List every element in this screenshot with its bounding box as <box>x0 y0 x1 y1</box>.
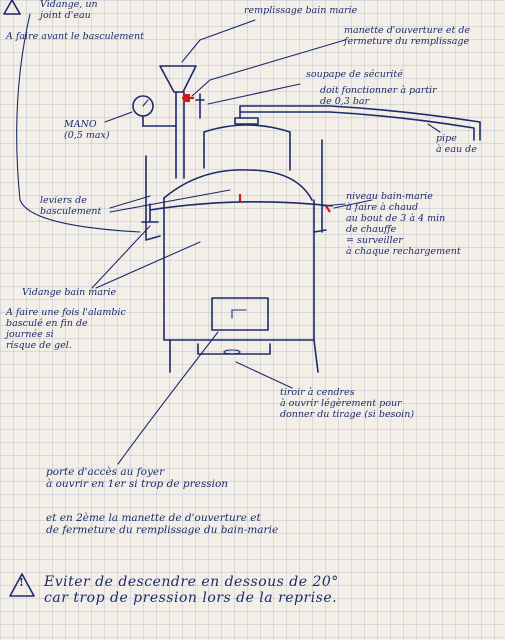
left-support <box>145 155 161 241</box>
note-niveau: niveau bain-marie à faire à chaud au bou… <box>346 191 461 257</box>
note-warning: Eviter de descendre en dessous de 20° ca… <box>44 574 339 607</box>
body-rim <box>149 201 333 211</box>
funnel-shape <box>159 65 197 93</box>
leader-tiroir <box>235 361 293 389</box>
note-soupape-detail: doit fonctionner à partir de 0,3 bar <box>320 85 437 107</box>
top-warning-triangle-icon <box>3 0 21 15</box>
note-mano: MANO (0,5 max) <box>64 119 110 141</box>
still-dome <box>163 169 313 201</box>
warning-triangle-icon <box>9 573 35 597</box>
swan-neck <box>239 105 481 141</box>
filler-pipe <box>175 91 185 179</box>
note-leviers: leviers de basculement <box>40 195 102 217</box>
level-pointer <box>321 203 346 207</box>
note-tiroir: tiroir à cendres à ouvrir légèrement pou… <box>280 387 415 420</box>
filler-valve-body <box>184 94 190 102</box>
note-soupape: soupape de sécurité <box>306 69 403 80</box>
legs <box>169 339 319 373</box>
note-vidange-joint: Vidange, un joint d'eau <box>40 0 98 21</box>
note-porte-detail: et en 2ème la manette de d'ouverture et … <box>46 512 279 537</box>
fire-door-handle <box>231 309 247 319</box>
still-body <box>163 197 315 341</box>
note-avant-basculement: A faire avant le basculement <box>6 31 144 42</box>
note-fin-journee: A faire une fois l'alambic basculé en fi… <box>6 307 126 351</box>
safety-valve-pipe <box>195 93 205 119</box>
leader-remplissage <box>181 19 256 63</box>
ash-drawer-knob <box>223 349 241 355</box>
still-cap <box>234 117 259 125</box>
note-vidange-bain: Vidange bain marie <box>22 287 117 298</box>
right-support <box>313 139 327 233</box>
pipe-arrow <box>427 123 441 133</box>
leader-leviers <box>109 189 231 213</box>
fire-door <box>211 297 269 331</box>
leader-manette <box>191 39 346 97</box>
leader-soupape <box>207 83 301 105</box>
level-red-marker <box>325 205 331 213</box>
note-manette: manette d'ouverture et de fermeture du r… <box>344 25 471 47</box>
leader-left-curve <box>16 13 141 233</box>
warning-symbol: ! <box>19 576 25 589</box>
note-pipe: pipe à eau de <box>436 133 477 155</box>
leader-vidange <box>91 225 201 289</box>
ash-drawer <box>197 343 271 355</box>
gauge-icon <box>132 95 177 127</box>
leader-mano <box>104 111 133 123</box>
leader-niveau <box>333 199 373 209</box>
drain-pipe <box>141 203 159 223</box>
note-remplissage: remplissage bain marie <box>244 5 358 16</box>
still-column <box>203 124 291 171</box>
leader-porte <box>117 331 219 465</box>
note-porte: porte d'accès au foyer à ouvrir en 1er s… <box>46 466 229 491</box>
